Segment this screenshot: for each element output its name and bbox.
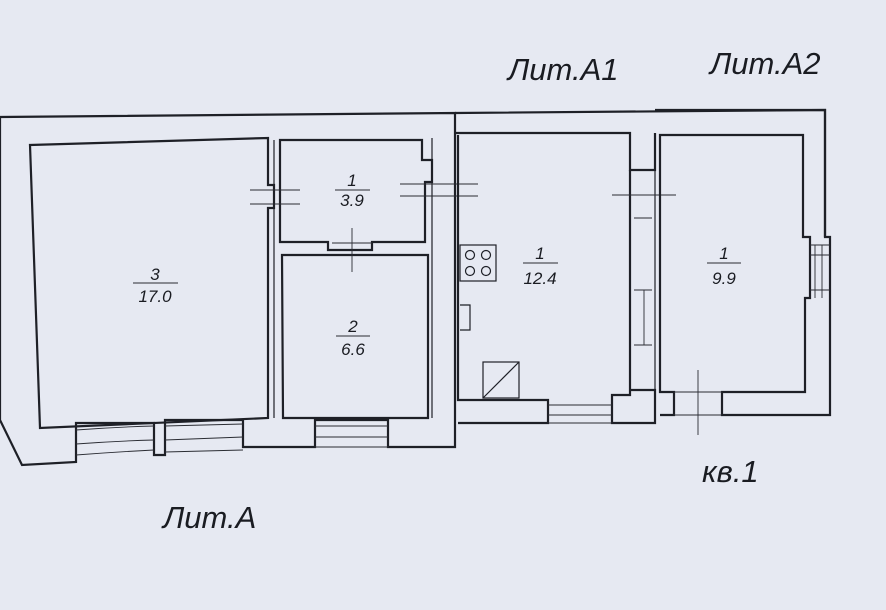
boiler-icon: [482, 361, 520, 399]
room-number: 3: [150, 265, 160, 284]
label-apartment: кв.1: [702, 454, 759, 489]
room-dividers: [133, 189, 741, 337]
room-area: 3.9: [340, 191, 364, 210]
room-area: 12.4: [523, 269, 556, 288]
label-lit-a: Лит.А: [161, 500, 256, 535]
room-area: 9.9: [712, 269, 736, 288]
walls-lit-a1: [454, 108, 827, 425]
room-number: 1: [719, 244, 728, 263]
sink-icon: [460, 304, 471, 331]
room-area: 6.6: [341, 340, 365, 359]
label-lit-a1: Лит.А1: [506, 52, 619, 87]
walls-lit-a2: [655, 108, 832, 435]
room-area: 17.0: [138, 287, 172, 306]
room-number: 2: [347, 317, 358, 336]
room-number: 1: [347, 171, 356, 190]
label-lit-a2: Лит.А2: [708, 46, 821, 81]
stove-icon: [459, 244, 497, 282]
room-number: 1: [535, 244, 544, 263]
walls-lit-a: [0, 111, 478, 467]
